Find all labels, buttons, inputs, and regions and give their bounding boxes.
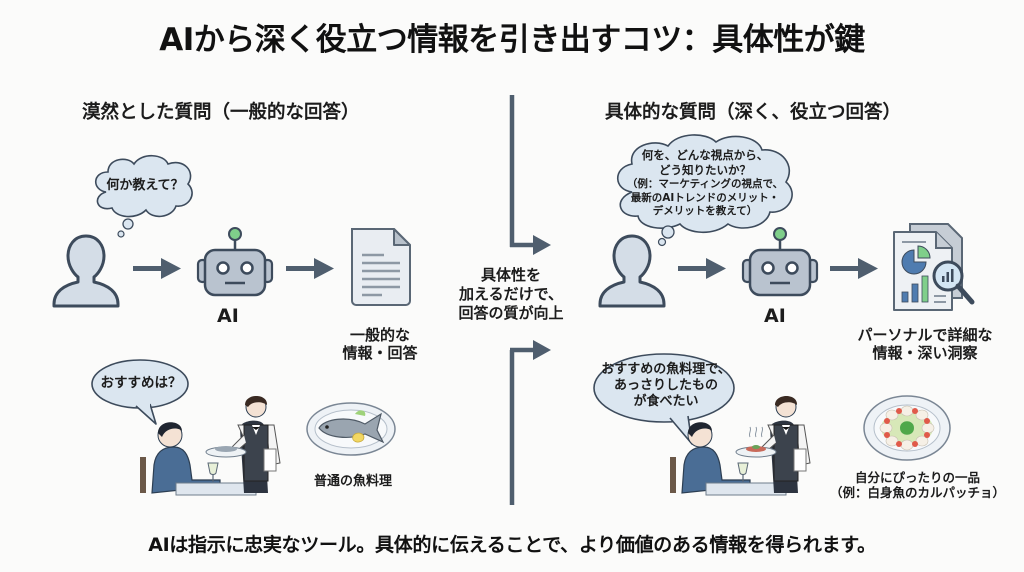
fish-dish-icon: [306, 402, 396, 456]
page-title: AIから深く役立つ情報を引き出すコツ：具体性が鍵: [159, 22, 865, 58]
speech-bubble-right-line2: あっさりしたもの: [613, 377, 718, 393]
analytics-report-icon: [893, 223, 975, 311]
right-heading: 具体的な質問（深く、役立つ回答）: [605, 102, 902, 123]
dish-label-right-line1: 自分にぴったりの一品: [854, 470, 980, 485]
result-label-left-line2: 情報・回答: [342, 344, 418, 362]
dish-label-right: 自分にぴったりの一品 （例：白身魚のカルパッチョ）: [830, 470, 1005, 500]
thought-bubble-left-text: 何か教えて？: [106, 178, 184, 193]
thought-bubble-right-line1: 何を、どんな視点から、: [641, 148, 769, 162]
arrow-right-icon: [678, 258, 726, 279]
thought-cloud-right: [616, 134, 793, 247]
speech-bubble-left: [91, 359, 189, 425]
left-heading: 漠然とした質問（一般的な回答）: [82, 102, 360, 123]
result-label-right: パーソナルで詳細な 情報・深い洞察: [835, 326, 1015, 362]
center-message-line2: 加えるだけで、: [459, 285, 563, 304]
person-icon-right: [598, 234, 666, 308]
center-message-line3: 回答の質が向上: [458, 304, 564, 323]
arrow-right-icon: [286, 258, 334, 279]
divider-arrow-bottom: [509, 340, 551, 505]
restaurant-scene-left: [140, 396, 281, 496]
result-label-left: 一般的な 情報・回答: [325, 326, 435, 362]
speech-bubble-right-line1: おすすめの魚料理で、: [601, 362, 731, 377]
robot-icon-left: [196, 227, 274, 297]
result-label-left-line1: 一般的な: [349, 326, 410, 344]
footer-message: AIは指示に忠実なツール。具体的に伝えることで、より価値のある情報を得られます。: [148, 534, 876, 556]
document-icon: [351, 228, 411, 306]
speech-bubble-left-text: おすすめは？: [100, 375, 182, 391]
arrow-right-icon: [133, 258, 181, 279]
thought-bubble-right-line4: 最新のAIトレンドのメリット・: [630, 191, 780, 204]
speech-bubble-right-line3: が食べたい: [633, 393, 699, 409]
thought-bubble-right-line2: どう知りたいか？: [659, 162, 751, 177]
robot-icon-right: [741, 227, 819, 297]
carpaccio-dish-icon: [863, 395, 951, 461]
thought-bubble-right-text: 何を、どんな視点から、 どう知りたいか？ （例：マーケティングの視点で、 最新の…: [612, 148, 798, 219]
arrow-right-icon: [830, 258, 878, 279]
speech-bubble-right-text: おすすめの魚料理で、 あっさりしたもの が食べたい: [596, 362, 736, 410]
person-icon-left: [52, 234, 120, 308]
result-label-right-line1: パーソナルで詳細な: [857, 326, 993, 344]
result-label-right-line2: 情報・深い洞察: [872, 344, 978, 362]
ai-label-left: AI: [217, 305, 239, 327]
dish-label-right-line2: （例：白身魚のカルパッチョ）: [830, 485, 1006, 500]
divider-arrow-top: [509, 95, 551, 255]
restaurant-scene-right: [670, 396, 811, 496]
center-message: 具体性を 加えるだけで、 回答の質が向上: [445, 266, 577, 324]
thought-bubble-right-line3: （例：マーケティングの視点で、: [626, 177, 784, 190]
center-message-line1: 具体性を: [480, 266, 541, 284]
dish-label-left: 普通の魚料理: [314, 474, 393, 489]
ai-label-right: AI: [764, 305, 786, 327]
thought-cloud-left: [94, 154, 193, 238]
thought-bubble-right-line5: デメリットを教えて）: [652, 205, 758, 218]
